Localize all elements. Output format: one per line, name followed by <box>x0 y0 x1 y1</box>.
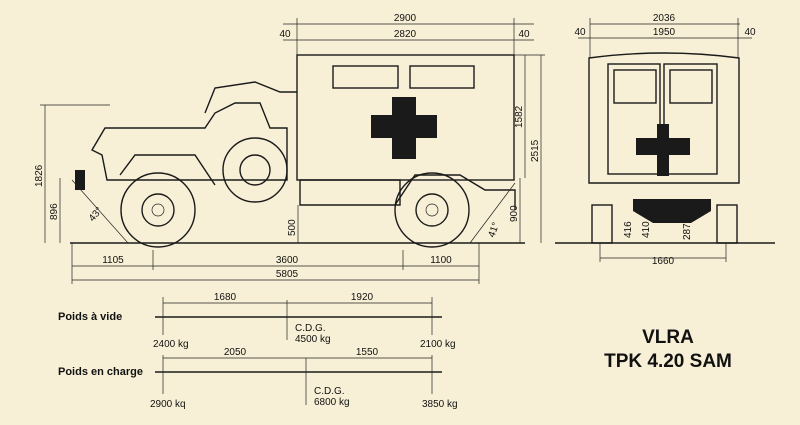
dim-left: 40 <box>279 29 291 40</box>
dim: 1920 <box>351 292 374 303</box>
ambulance-box <box>296 54 515 181</box>
title-variant: TPK 4.20 SAM <box>604 351 732 372</box>
departure-angle: 41° <box>486 221 502 239</box>
window <box>332 65 399 89</box>
dim-overall-height: 2515 <box>530 139 541 162</box>
dim-length: 5805 <box>276 269 299 280</box>
dim-clearance: 500 <box>287 219 298 236</box>
approach-angle: 43° <box>87 205 105 224</box>
dim-h1: 416 <box>623 221 634 238</box>
dim: 1550 <box>356 347 379 358</box>
side-view: 43° 41° 2900 2820 40 40 1826 896 500 158… <box>34 13 545 284</box>
front-axle-weight: 2400 kg <box>153 339 189 350</box>
total-weight: 4500 kg <box>295 334 331 345</box>
dim-rear-right: 40 <box>744 27 756 38</box>
dim-overall: 2900 <box>394 13 417 24</box>
red-cross-icon <box>371 97 437 159</box>
dim-front-height: 896 <box>49 203 60 220</box>
dim-rear-width: 2036 <box>653 13 676 24</box>
rear-view: 2036 1950 40 40 1660 416 410 287 <box>555 13 775 267</box>
dim-box-height: 1582 <box>514 105 525 128</box>
dim-rear-left: 40 <box>574 27 586 38</box>
winch <box>75 170 85 190</box>
dim-h2: 410 <box>641 221 652 238</box>
cab <box>91 102 288 181</box>
dim: 1680 <box>214 292 237 303</box>
dim-h3: 287 <box>682 223 693 240</box>
dim-wheelbase: 3600 <box>276 255 299 266</box>
weight-loaded-label: Poids en charge <box>58 366 143 378</box>
cdg-label: C.D.G. <box>314 386 345 397</box>
rear-wheel <box>394 172 470 248</box>
red-cross-icon <box>636 124 690 176</box>
dim-rear-box-width: 1950 <box>653 27 676 38</box>
rear-axle-weight: 3850 kg <box>422 399 458 410</box>
front-wheel <box>120 172 196 248</box>
weight-empty-label: Poids à vide <box>58 311 122 323</box>
chassis-side <box>299 179 401 206</box>
dim-right: 40 <box>518 29 530 40</box>
dim-track: 1660 <box>652 256 675 267</box>
dim-box: 2820 <box>394 29 417 40</box>
spare-wheel <box>222 137 288 203</box>
cdg-label: C.D.G. <box>295 323 326 334</box>
rear-box <box>588 52 740 184</box>
window <box>409 65 475 89</box>
rear-axle <box>633 199 711 223</box>
rear-axle-weight: 2100 kg <box>420 339 456 350</box>
front-fender <box>119 154 216 186</box>
dim-rear-overhang: 1100 <box>430 255 452 266</box>
dim-front-overhang: 1105 <box>102 255 124 266</box>
dim: 2050 <box>224 347 247 358</box>
weight-empty: Poids à vide 1680 1920 2400 kg C.D.G. 45… <box>58 292 456 350</box>
front-axle-weight: 2900 kq <box>150 399 186 410</box>
total-weight: 6800 kg <box>314 397 350 408</box>
title-model: VLRA <box>642 327 694 348</box>
dim-height: 1826 <box>34 164 45 187</box>
weight-loaded: Poids en charge 2050 1550 2900 kq C.D.G.… <box>58 347 458 410</box>
rear-fender <box>394 174 516 210</box>
canvas-top <box>204 81 297 114</box>
dim-rear-height: 900 <box>509 205 520 222</box>
